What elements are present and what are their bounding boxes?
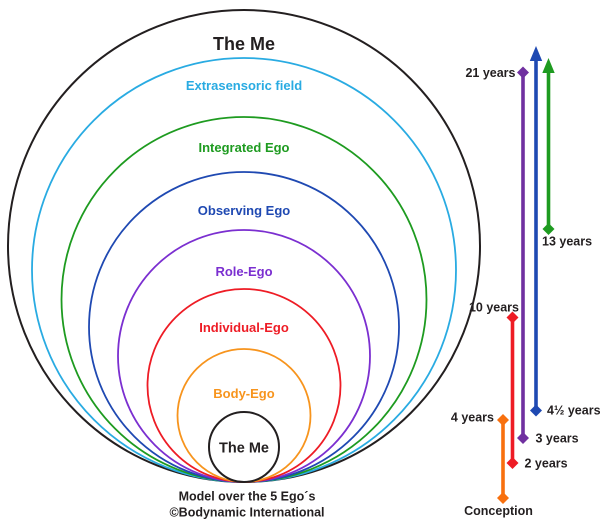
label-4half-years: 4½ years bbox=[547, 404, 600, 418]
ring-body-ego bbox=[176, 348, 312, 483]
label-integrated-ego: Integrated Ego bbox=[198, 140, 289, 155]
timeline-arrows: 4 years Conception 10 years 2 years 21 y… bbox=[451, 46, 600, 518]
label-10-years: 10 years bbox=[469, 301, 519, 315]
diamond-icon bbox=[497, 492, 509, 504]
diamond-icon bbox=[497, 414, 509, 426]
arrow-observing-ego-span: 4½ years bbox=[529, 46, 600, 418]
label-3-years: 3 years bbox=[536, 432, 579, 446]
label-2-years: 2 years bbox=[525, 457, 568, 471]
label-observing-ego: Observing Ego bbox=[198, 203, 291, 218]
diamond-icon bbox=[506, 311, 519, 324]
ring-the-me-inner bbox=[208, 411, 280, 483]
caption-title: Model over the 5 Ego´s bbox=[179, 490, 316, 504]
label-extrasensoric-field: Extrasensoric field bbox=[186, 78, 302, 93]
arrowhead-up-icon bbox=[542, 58, 555, 73]
label-body-ego: Body-Ego bbox=[213, 386, 274, 401]
caption-copyright: ©Bodynamic International bbox=[169, 506, 324, 520]
label-4-years: 4 years bbox=[451, 411, 494, 425]
arrow-integrated-ego-span: 13 years bbox=[542, 58, 592, 249]
diamond-icon bbox=[517, 66, 529, 79]
arrow-individual-ego-span: 10 years 2 years bbox=[469, 301, 568, 471]
diamond-icon bbox=[517, 432, 529, 444]
label-individual-ego: Individual-Ego bbox=[199, 320, 289, 335]
arrowhead-up-icon bbox=[529, 46, 543, 61]
rings bbox=[7, 9, 481, 483]
arrow-role-ego-span: 21 years 3 years bbox=[465, 66, 578, 446]
diamond-icon bbox=[530, 404, 542, 417]
label-the-me-inner: The Me bbox=[219, 441, 269, 457]
diamond-icon bbox=[506, 457, 519, 469]
caption: Model over the 5 Ego´s ©Bodynamic Intern… bbox=[169, 490, 324, 520]
label-21-years: 21 years bbox=[465, 66, 515, 80]
ring-labels: The Me Extrasensoric field Integrated Eg… bbox=[186, 34, 302, 457]
arrow-body-ego-span: 4 years Conception bbox=[451, 411, 533, 519]
label-the-me-outer: The Me bbox=[213, 34, 275, 54]
label-13-years: 13 years bbox=[542, 235, 592, 249]
label-role-ego: Role-Ego bbox=[215, 264, 272, 279]
diamond-icon bbox=[542, 223, 555, 235]
label-conception: Conception bbox=[464, 504, 533, 518]
